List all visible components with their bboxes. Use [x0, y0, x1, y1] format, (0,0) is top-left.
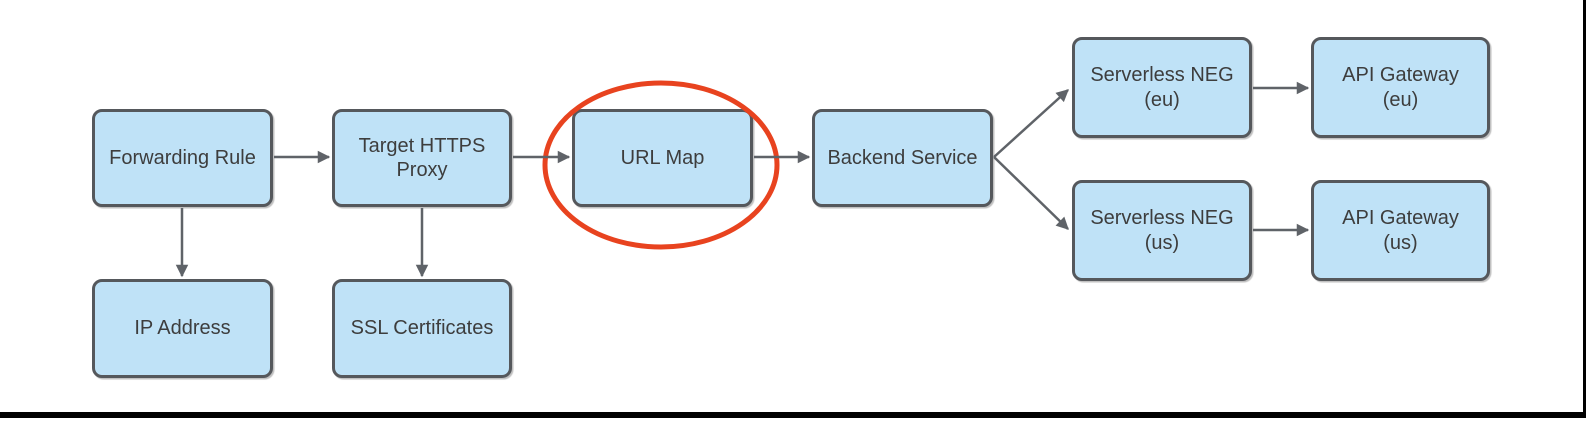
node-label-line: (us)	[1383, 231, 1418, 254]
node-api-gateway-eu: API Gateway (eu)	[1311, 37, 1490, 138]
node-label: Forwarding Rule	[109, 146, 256, 169]
node-label-line: Proxy	[396, 159, 448, 181]
node-label: SSL Certificates	[350, 317, 494, 340]
node-url-map: URL Map	[572, 109, 753, 207]
edge-backend-service-to-serverless-neg-us	[993, 156, 1069, 230]
node-serverless-neg-us: Serverless NEG (us)	[1072, 180, 1252, 281]
node-ip-address: IP Address	[92, 279, 273, 378]
node-label: URL Map	[620, 146, 705, 169]
node-label: Backend Service	[827, 146, 978, 169]
node-label-line: Target HTTPS	[358, 134, 486, 157]
node-serverless-neg-eu: Serverless NEG (eu)	[1072, 37, 1252, 138]
node-label-line: Serverless NEG	[1090, 207, 1234, 230]
node-target-https-proxy: Target HTTPS Proxy	[332, 109, 512, 207]
node-label-line: Serverless NEG	[1090, 64, 1234, 87]
node-label-line: (eu)	[1144, 88, 1180, 111]
node-label-line: API Gateway	[1342, 207, 1459, 230]
node-forwarding-rule: Forwarding Rule	[92, 109, 273, 207]
node-label: IP Address	[134, 317, 231, 340]
node-label-line: API Gateway	[1342, 64, 1459, 87]
frame-right-edge	[1583, 0, 1586, 418]
node-ssl-certificates: SSL Certificates	[332, 279, 512, 378]
node-label-line: (eu)	[1382, 88, 1419, 111]
edge-backend-service-to-serverless-neg-eu	[993, 89, 1069, 158]
frame-bottom-rule	[0, 412, 1586, 418]
node-label-line: (us)	[1144, 231, 1180, 254]
node-api-gateway-us: API Gateway (us)	[1311, 180, 1490, 281]
node-backend-service: Backend Service	[812, 109, 993, 207]
